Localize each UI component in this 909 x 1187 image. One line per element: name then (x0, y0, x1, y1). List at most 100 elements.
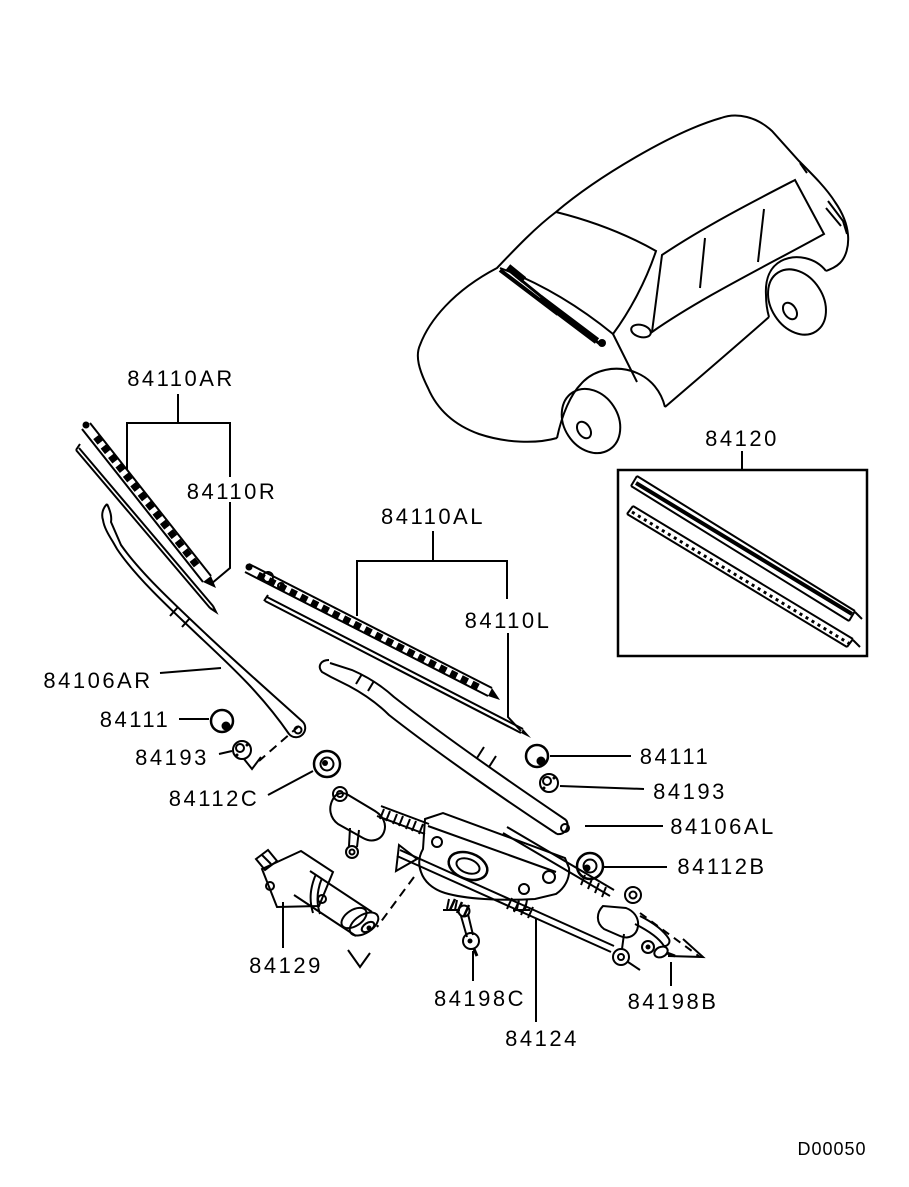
bracket-84110ar (126, 394, 231, 585)
refill-left-end-tip (521, 729, 531, 738)
car-windshield (499, 211, 658, 336)
right-pivot-shaft (624, 886, 642, 904)
bolt-84198c-head (457, 904, 471, 918)
assembly-arrow-motor (347, 949, 371, 969)
bolt-84198c-core (467, 938, 473, 944)
grommet-84112c-core (322, 760, 328, 766)
bolt-84198b-head (641, 940, 655, 954)
car-wiper-pivot-dot (598, 339, 606, 347)
wiper-blade-left-group: 84110AL 84110L (244, 504, 570, 836)
refill-right-outline (75, 443, 219, 615)
left-crank-foot (345, 845, 359, 859)
grommet-84112c-inner (319, 756, 335, 772)
car-mirror (630, 323, 652, 339)
left-crank-foot-inner (348, 848, 356, 856)
car-rear-wheel (767, 268, 827, 336)
motor-cylinder (293, 870, 373, 937)
boot-ribbed-section (376, 805, 430, 835)
nut-dot (235, 753, 239, 757)
refill-left-outline (263, 594, 524, 734)
assembly-dash-bolt-b (639, 912, 701, 958)
cap-84111-left (209, 708, 235, 734)
part-label-84110AL: 84110AL (381, 504, 485, 529)
part-label-84112B: 84112B (677, 854, 766, 879)
blade-left-connector2 (277, 582, 285, 590)
part-label-84193-left: 84193 (135, 745, 209, 770)
label-leaders-left (159, 667, 314, 796)
assembly-arrow-bolt-b (667, 938, 706, 959)
car-rear-hub (781, 301, 799, 321)
bolt-84198b-washer (653, 945, 669, 959)
bracket-bolt-hole (431, 836, 443, 848)
blade-right-outline (81, 422, 212, 583)
right-crank-body (596, 904, 640, 950)
motor-end-dot (366, 925, 372, 931)
part-label-84110AR: 84110AR (127, 366, 235, 391)
refill-kit-box (616, 468, 869, 658)
arm-left-84106al (318, 659, 569, 836)
part-label-84111-right: 84111 (640, 744, 710, 769)
blade-right-hatch (93, 434, 201, 570)
motor-ear-hole (265, 881, 275, 891)
bracket-bolt-hole (518, 883, 530, 895)
nut-84193-right-inner (542, 776, 552, 786)
assembly-arrow-left (243, 756, 262, 771)
part-label-84110L: 84110L (465, 608, 552, 633)
part-label-84112C: 84112C (169, 786, 259, 811)
pivot-small-parts-left: 84106AR 84111 84193 84112C (43, 667, 342, 811)
bolt-84198b-core (645, 944, 651, 950)
pivot-small-parts-right: 84111 84193 84106AL 84112B (524, 743, 773, 881)
motor-end-ring (340, 906, 368, 930)
nut-dot (245, 743, 249, 747)
blade-left-top-tip (245, 563, 253, 571)
motor-end-boss (360, 920, 376, 934)
vehicle-illustration (416, 114, 850, 455)
blade-right-top-tip (82, 421, 90, 429)
car-front-hub (575, 420, 593, 440)
right-pivot-arm (627, 915, 671, 971)
nut-84193-left-inner (235, 743, 245, 753)
car-front-wheel (560, 387, 622, 455)
bolt-84198c-tip (472, 948, 479, 957)
grommet-84112b-core (583, 864, 591, 872)
motor-bracket-plate (260, 849, 335, 909)
part-label-84120: 84120 (705, 426, 779, 451)
link-rod-upper (502, 826, 615, 898)
bolt-84198c-washer (462, 932, 480, 950)
label-leaders-linkage (282, 902, 672, 1022)
part-label-84193-right: 84193 (653, 779, 727, 804)
nut-dot (542, 786, 546, 790)
arm-left-hook-hole (560, 823, 570, 833)
grommet-84112b (575, 851, 605, 881)
linkage-motor-group: 84129 84198C 84124 84198B (249, 786, 719, 1051)
drawing-code: D00050 (797, 1139, 866, 1159)
blade-right-end-tip (203, 576, 216, 588)
car-body-lines (612, 162, 848, 383)
label-leaders-right (550, 755, 667, 868)
part-label-84198B: 84198B (628, 989, 719, 1014)
grommet-84112c (312, 749, 342, 779)
bracket-arrow-mark (394, 843, 419, 873)
bracket-oval-hole (447, 850, 489, 882)
car-wipers-highlight3 (515, 274, 602, 347)
part-label-84124: 84124 (505, 1026, 579, 1051)
car-side-windows (650, 178, 826, 335)
bracket-bolt-hole (542, 870, 556, 884)
grommet-84112b-inner (582, 858, 598, 874)
part-label-84110R: 84110R (187, 479, 277, 504)
nut-84193-right (539, 773, 559, 793)
left-crank-body (329, 792, 386, 842)
refill-strip-1-rubber (634, 481, 854, 616)
refill-strip-2 (626, 505, 861, 648)
part-label-84106AR: 84106AR (43, 668, 152, 693)
right-pivot-shaft-inner (628, 890, 638, 900)
assembly-dash-left (258, 725, 300, 762)
part-label-84111-left: 84111 (100, 707, 170, 732)
left-crank-link (348, 827, 360, 848)
blade-left-connector (262, 571, 274, 583)
refill-kit-84120: 84120 (616, 426, 869, 658)
bolt-84198c-shaft (460, 913, 474, 938)
part-label-84198C: 84198C (434, 986, 526, 1011)
